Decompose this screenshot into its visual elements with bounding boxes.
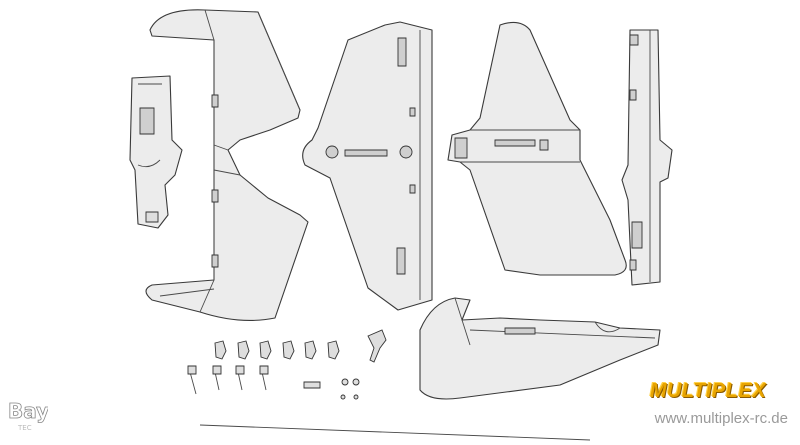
fuselage-part [419, 297, 661, 400]
left-root-piece [129, 75, 183, 229]
left-wing-part [145, 9, 309, 321]
website-text: www.multiplex-rc.de [654, 410, 788, 427]
watermark-main-text: Bay [8, 399, 48, 423]
center-plate-part [302, 21, 433, 311]
right-root-piece [621, 29, 673, 286]
multiplex-logo-text: MULTIPLEX [649, 380, 767, 402]
fin-part [447, 21, 627, 276]
multiplex-logo: MULTIPLEX [628, 380, 788, 406]
baytec-watermark: Bay TEC [8, 399, 48, 432]
watermark-sub-text: TEC [17, 424, 32, 432]
hardware-parts [187, 329, 591, 441]
